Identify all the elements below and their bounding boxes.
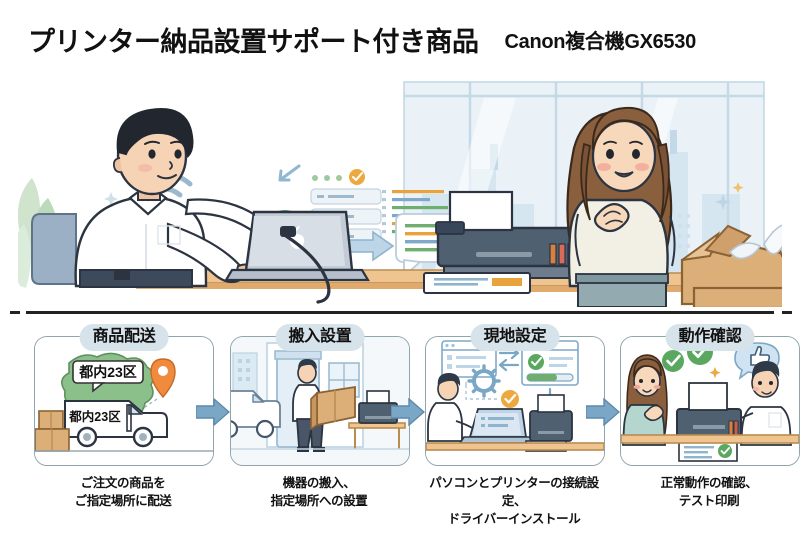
step-1-caption-line2: ご指定場所に配送 bbox=[74, 494, 172, 509]
delivery-van-small bbox=[231, 390, 281, 439]
customer-figure bbox=[566, 106, 676, 307]
hero-illustration bbox=[18, 74, 782, 307]
settings-window-right bbox=[521, 340, 579, 386]
laptop-small bbox=[458, 408, 536, 444]
step-card-2: 搬入設置 bbox=[230, 324, 410, 466]
sync-arrows-icon bbox=[498, 346, 520, 372]
step-1-illustration: 都内23区 都内23区 bbox=[35, 337, 213, 465]
page-title: プリンター納品設置サポート付き商品 bbox=[28, 26, 479, 57]
usb-connector bbox=[280, 226, 296, 237]
step-4-illustration bbox=[621, 337, 799, 465]
block-arrow-icon bbox=[347, 230, 395, 262]
step-4-pill: 動作確認 bbox=[665, 324, 755, 351]
package-boxes bbox=[35, 410, 70, 452]
test-print-page bbox=[678, 440, 738, 462]
step-3-caption-line1: パソコンとプリンターの接続設定、 bbox=[429, 476, 599, 509]
section-divider bbox=[26, 311, 774, 314]
check-circle-icon-1 bbox=[662, 350, 684, 372]
divider-dash-right bbox=[782, 311, 792, 314]
step-4-caption-line1: 正常動作の確認、 bbox=[660, 476, 758, 490]
page-header: プリンター納品設置サポート付き商品 Canon複合機GX6530 bbox=[0, 0, 800, 78]
product-model-subtitle: Canon複合機GX6530 bbox=[504, 30, 697, 53]
van-label-text: 都内23区 bbox=[68, 409, 121, 424]
step-1-pill: 商品配送 bbox=[79, 324, 169, 351]
step-2-caption-line2: 指定場所への設置 bbox=[270, 494, 368, 509]
delivery-van: 都内23区 bbox=[64, 400, 168, 448]
step-3-pill: 現地設定 bbox=[470, 324, 560, 351]
step-2-caption-line1: 機器の搬入、 bbox=[282, 476, 356, 490]
step-2-illustration bbox=[231, 337, 409, 465]
carried-box bbox=[310, 385, 356, 431]
usb-cable bbox=[284, 234, 331, 304]
office-chair bbox=[31, 213, 77, 285]
step-arrow-2-to-3 bbox=[391, 398, 425, 426]
cardboard-boxes bbox=[680, 224, 782, 307]
step-card-3: 現地設定 bbox=[425, 324, 605, 466]
technician-figure bbox=[74, 108, 294, 288]
sparkle-icon bbox=[709, 367, 721, 379]
step-3-caption: パソコンとプリンターの接続設定、 ドライバーインストール bbox=[419, 474, 609, 528]
divider-dash-left bbox=[10, 311, 20, 314]
map-label-bubble: 都内23区 bbox=[72, 360, 144, 393]
check-circle-icon bbox=[528, 354, 544, 370]
step-4-caption: 正常動作の確認、 テスト印刷 bbox=[614, 474, 800, 510]
process-steps: 都内23区 都内23区 bbox=[0, 324, 800, 537]
step-1-caption: ご注文の商品を ご指定場所に配送 bbox=[28, 474, 218, 510]
step-2-caption: 機器の搬入、 指定場所への設置 bbox=[224, 474, 414, 510]
step-arrow-3-to-4 bbox=[586, 398, 620, 426]
map-label-text: 都内23区 bbox=[78, 364, 137, 380]
step-arrow-1-to-2 bbox=[196, 398, 230, 426]
step-1-caption-line1: ご注文の商品を bbox=[80, 476, 166, 490]
step-card-1: 都内23区 都内23区 bbox=[34, 324, 214, 466]
laptop bbox=[224, 210, 370, 282]
table-with-printer bbox=[348, 390, 406, 449]
check-circle-icon-orange bbox=[501, 390, 519, 408]
step-4-caption-line2: テスト印刷 bbox=[678, 494, 740, 509]
location-pin-icon bbox=[150, 358, 176, 399]
gear-icon bbox=[467, 364, 501, 398]
step-2-pill: 搬入設置 bbox=[275, 324, 365, 351]
step-card-4: 動作確認 bbox=[620, 324, 800, 466]
printer-tested bbox=[676, 382, 742, 442]
technician-figure-small bbox=[427, 373, 483, 442]
step-3-caption-line2: ドライバーインストール bbox=[447, 512, 581, 527]
sparkle-icon bbox=[104, 182, 744, 210]
step-3-illustration bbox=[426, 337, 604, 465]
